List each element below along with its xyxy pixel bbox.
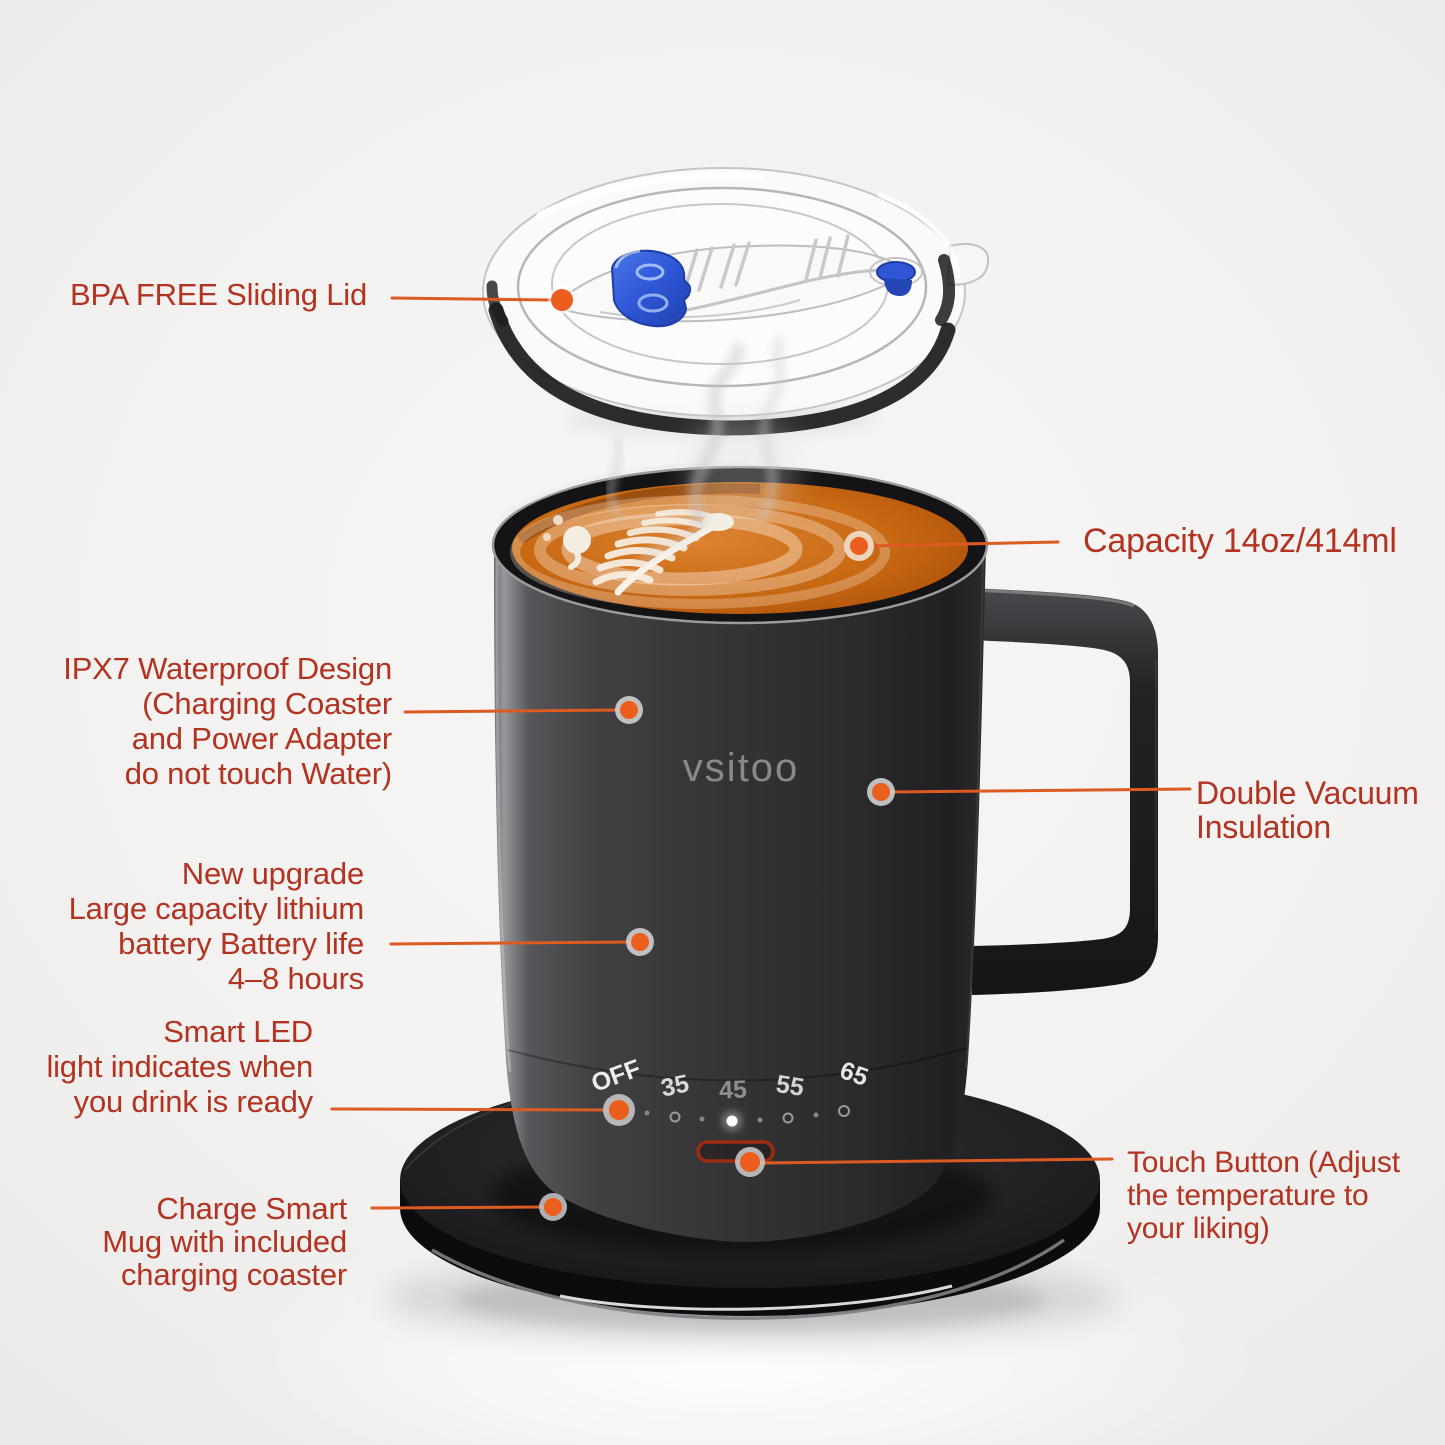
label-line: your liking) (1127, 1212, 1270, 1245)
label-line: light indicates when (46, 1049, 313, 1084)
callout-dots (539, 286, 895, 1221)
slider-oval-bottom (637, 293, 669, 313)
bpa-free-lid-label: BPA FREE Sliding Lid (40, 277, 367, 312)
handle-top-highlight (969, 588, 1135, 608)
led-dot (699, 1116, 705, 1122)
lid-top-highlight-2 (877, 192, 961, 278)
ipx7-waterproof-label: IPX7 Waterproof Design (Charging Coaster… (40, 651, 392, 791)
lid-grip-ridges (682, 234, 850, 294)
label-line: Touch Button (Adjust (1127, 1146, 1400, 1179)
label-line: do not touch Water) (124, 756, 393, 791)
led-dot (838, 1105, 850, 1117)
smart-led-callout-dot (603, 1094, 635, 1126)
label-line: Large capacity lithium (68, 891, 365, 926)
battery-upgrade-label: New upgrade Large capacity lithium batte… (40, 856, 365, 996)
label-line: battery Battery life (118, 926, 364, 961)
led-dot (782, 1112, 794, 1124)
led-dot (757, 1117, 763, 1123)
lid-slider-blue (610, 249, 692, 328)
label-line: the temperature to (1127, 1179, 1369, 1212)
charge-callout-dot (539, 1193, 567, 1221)
smart-led-label: Smart LED light indicates when you drink… (20, 1014, 313, 1119)
mug-body-shape (494, 548, 986, 1242)
bpa-callout-dot (548, 286, 576, 314)
label-line: BPA FREE Sliding Lid (70, 277, 367, 312)
lid-top-highlight (536, 171, 764, 219)
label-line: IPX7 Waterproof Design (63, 651, 392, 686)
label-line: (Charging Coaster (142, 686, 392, 721)
mug-right-edge-light (965, 559, 984, 1069)
steam (606, 336, 800, 567)
touch-callout-line (758, 1157, 1114, 1165)
lid-gasket-right (935, 254, 955, 326)
smart-led-callout-line (330, 1107, 612, 1112)
temp-label-55: 55 (774, 1070, 806, 1102)
ipx7-callout-line (403, 708, 624, 714)
vent-blue-body (884, 278, 912, 296)
label-line: Double Vacuum (1196, 775, 1419, 811)
label-line: Charge Smart (156, 1191, 347, 1226)
coaster-front-rim-highlight (559, 1284, 953, 1311)
lid-slide-arm-2 (599, 299, 801, 319)
brand-logo: vsitoo (683, 746, 800, 790)
label-line: you drink is ready (73, 1084, 314, 1119)
touch-button-label: Touch Button (Adjust the temperature to … (1127, 1146, 1400, 1245)
sliding-lid (482, 167, 990, 436)
lid-gasket-left (486, 280, 509, 327)
label-line: Mug with included (102, 1224, 347, 1259)
led-dot-lit (726, 1115, 738, 1127)
capacity-label: Capacity 14oz/414ml (1083, 522, 1397, 560)
callout-lines (330, 296, 1192, 1210)
led-indicator-row (644, 1105, 850, 1131)
double-vacuum-callout-dot (867, 778, 895, 806)
temp-label-45: 45 (719, 1076, 748, 1105)
slider-oval-top (635, 263, 665, 281)
battery-callout-line (389, 940, 635, 946)
led-dot (669, 1111, 681, 1123)
battery-callout-dot (626, 928, 654, 956)
ipx7-callout-dot (615, 696, 643, 724)
capacity-callout-dot (844, 531, 874, 561)
mug-left-edge-light (495, 559, 512, 1073)
slider-highlight (614, 249, 641, 269)
bpa-callout-line (390, 296, 554, 302)
handle-shape (968, 588, 1158, 995)
double-vacuum-callout-line (887, 787, 1192, 794)
capacity-callout-line (865, 540, 1060, 548)
charge-callout-line (370, 1205, 547, 1210)
label-line: 4–8 hours (227, 961, 364, 996)
charge-coaster-label: Charge Smart Mug with included charging … (60, 1192, 347, 1291)
led-dot (813, 1112, 819, 1118)
mug-handle (968, 588, 1158, 995)
label-line: New upgrade (181, 856, 364, 891)
label-line: Smart LED (163, 1014, 313, 1049)
label-line: and Power Adapter (131, 721, 392, 756)
label-line: Capacity 14oz/414ml (1083, 522, 1397, 560)
double-vacuum-label: Double Vacuum Insulation (1196, 776, 1419, 844)
mug-body: vsitoo OFF 35 45 55 65 (491, 461, 989, 1242)
label-line: Insulation (1196, 809, 1331, 845)
coaster-front-rim (431, 1238, 1065, 1320)
led-dot (644, 1110, 650, 1116)
label-line: charging coaster (121, 1257, 347, 1292)
touch-callout-dot (735, 1147, 765, 1177)
mug-base-seam (507, 1047, 969, 1082)
temp-label-35: 35 (658, 1069, 691, 1102)
